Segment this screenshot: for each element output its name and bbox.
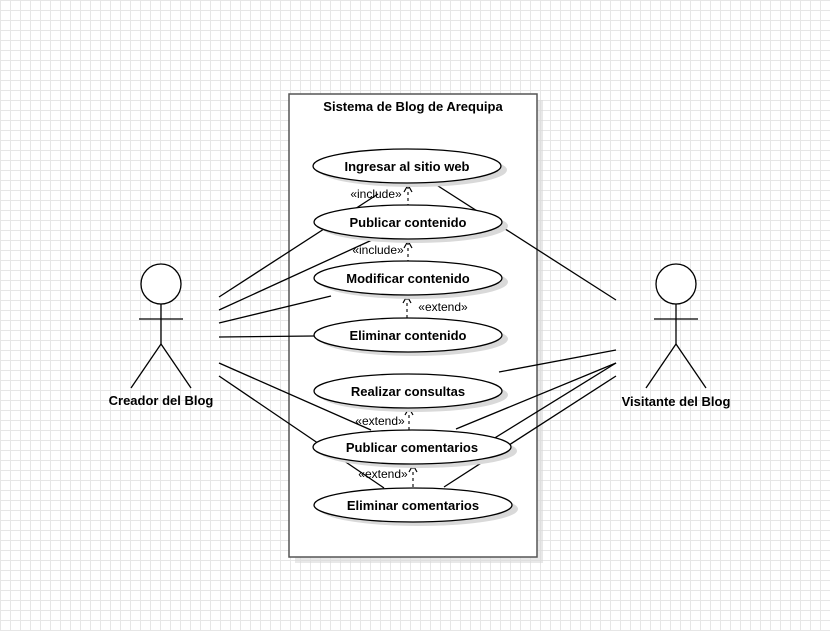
use-case-publish-content[interactable]: Publicar contenido [313, 204, 508, 243]
assoc-creator-publish-comments [218, 362, 372, 431]
svg-text:Publicar contenido: Publicar contenido [349, 215, 466, 230]
use-cases: Ingresar al sitio web Publicar contenido… [312, 148, 518, 526]
assoc-creator-delete-comments [218, 375, 385, 489]
assoc-visitor-delete-comments [443, 375, 617, 488]
actor-visitor: Visitante del Blog [622, 263, 731, 409]
assoc-visitor-queries [498, 349, 617, 373]
extend-label-3: «extend» [358, 467, 408, 481]
use-case-queries[interactable]: Realizar consultas [313, 373, 508, 412]
actor-visitor-figure-icon [645, 263, 707, 389]
actor-creator: Creador del Blog [109, 263, 214, 408]
use-case-delete-comments[interactable]: Eliminar comentarios [313, 487, 518, 526]
svg-text:Ingresar al sitio web: Ingresar al sitio web [345, 159, 470, 174]
extend-label-1: «extend» [418, 300, 468, 314]
include-label-2: «include» [352, 243, 404, 257]
actor-creator-figure-icon [130, 263, 192, 389]
use-case-publish-comments[interactable]: Publicar comentarios [312, 429, 517, 468]
include-label-1: «include» [350, 187, 402, 201]
extend-label-2: «extend» [355, 414, 405, 428]
assoc-creator-delete-content [218, 335, 315, 338]
actor-creator-label: Creador del Blog [109, 393, 214, 408]
use-case-modify-content[interactable]: Modificar contenido [313, 260, 508, 299]
svg-text:Realizar consultas: Realizar consultas [351, 384, 465, 399]
use-case-login[interactable]: Ingresar al sitio web [312, 148, 507, 187]
assoc-visitor-login [434, 183, 617, 301]
svg-text:Eliminar comentarios: Eliminar comentarios [347, 498, 479, 513]
use-case-delete-content[interactable]: Eliminar contenido [313, 317, 508, 356]
system-title: Sistema de Blog de Arequipa [323, 99, 503, 114]
assoc-creator-publish-content [218, 239, 373, 311]
dependencies: «include» «include» «extend» «extend» «e… [350, 183, 468, 487]
svg-text:Eliminar contenido: Eliminar contenido [349, 328, 466, 343]
assoc-creator-modify-content [218, 295, 332, 324]
assoc-visitor-queries-2 [455, 362, 617, 430]
svg-text:Publicar comentarios: Publicar comentarios [346, 440, 478, 455]
actor-visitor-label: Visitante del Blog [622, 394, 731, 409]
svg-text:Modificar contenido: Modificar contenido [346, 271, 470, 286]
